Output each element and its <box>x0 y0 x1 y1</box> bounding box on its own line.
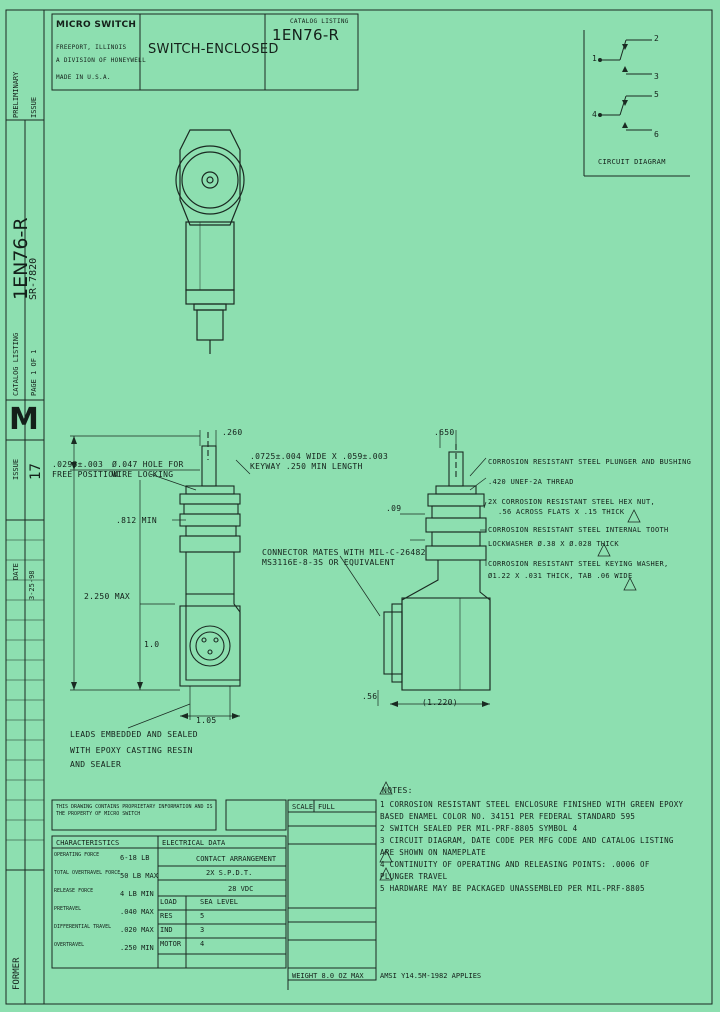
electrical-load: MOTOR <box>160 940 182 948</box>
weight: WEIGHT 8.0 OZ MAX <box>292 972 364 980</box>
brand-subtitle-2: A DIVISION OF HONEYWELL <box>56 57 146 64</box>
characteristic-value: .040 MAX <box>120 908 154 916</box>
contact-arrangement-label: CONTACT ARRANGEMENT <box>196 855 277 863</box>
note-item: ARE SHOWN ON NAMEPLATE <box>380 848 486 857</box>
terminal-2: 2 <box>654 34 660 43</box>
spec-standard: AMSI Y14.5M-1982 APPLIES <box>380 972 482 980</box>
catalog-number: 1EN76-R <box>272 26 340 44</box>
brand-logo: MICRO SWITCH <box>56 20 137 30</box>
sidebar-former: FORMER <box>12 957 22 990</box>
sidebar-page: PAGE 1 OF 1 <box>30 349 38 396</box>
electrical-value: 3 <box>200 926 205 934</box>
characteristic-label: DIFFERENTIAL TRAVEL <box>54 924 112 930</box>
dim-56: .56 <box>362 692 378 701</box>
sidebar-issue-label: ISSUE <box>12 458 20 480</box>
characteristic-value: .020 MAX <box>120 926 154 934</box>
note-hex-nut-2: .56 ACROSS FLATS X .15 THICK <box>498 508 625 516</box>
characteristic-value: 4 LB MIN <box>120 890 154 898</box>
terminal-1: 1 <box>592 54 598 63</box>
sidebar-catalog-listing: CATALOG LISTING <box>12 332 20 396</box>
terminal-5: 5 <box>654 90 660 99</box>
leads-note-3: AND SEALER <box>70 760 122 769</box>
copyright-notice: THIS DRAWING CONTAINS PROPRIETARY INFORM… <box>56 804 213 817</box>
characteristic-label: PRETRAVEL <box>54 906 82 912</box>
voltage: 28 VDC <box>228 885 254 893</box>
electrical-load: RES <box>160 912 173 920</box>
note-plunger: CORROSION RESISTANT STEEL PLUNGER AND BU… <box>488 458 692 466</box>
electrical-value: SEA LEVEL <box>200 898 238 906</box>
sidebar-prelim: PRELIMINARY <box>12 71 20 118</box>
dim-2250-max: 2.250 MAX <box>84 592 131 601</box>
dim-650: .650 <box>434 428 455 437</box>
note-keying: CORROSION RESISTANT STEEL KEYING WASHER, <box>488 560 669 568</box>
sidebar-date: 3-25-98 <box>28 570 36 600</box>
note-item: 5 HARDWARE MAY BE PACKAGED UNASSEMBLED P… <box>380 884 645 893</box>
dim-09: .09 <box>386 504 402 513</box>
dim-keyway: .0725±.004 WIDE X .059±.003 <box>250 452 389 461</box>
dim-plunger-dia: .260 <box>222 428 243 437</box>
sidebar-issue-number: 17 <box>28 463 44 480</box>
electrical-load: IND <box>160 926 173 934</box>
note-hex-nut: 2X CORROSION RESISTANT STEEL HEX NUT, <box>488 498 656 506</box>
note-item: 1 CORROSION RESISTANT STEEL ENCLOSURE FI… <box>380 800 684 809</box>
characteristic-label: TOTAL OVERTRAVEL FORCE <box>54 870 121 876</box>
dim-hole-label-2: WIRE LOCKING <box>112 470 174 479</box>
dim-hole-label: Ø.047 HOLE FOR <box>112 460 184 469</box>
leads-note-1: LEADS EMBEDDED AND SEALED <box>70 730 198 739</box>
scale-label: SCALE <box>292 803 314 811</box>
characteristic-value: 6-18 LB <box>120 854 150 862</box>
dim-free-position-label: FREE POSITION <box>52 470 119 479</box>
notes-header: NOTES: <box>382 786 413 795</box>
dim-812-min: .812 MIN <box>116 516 157 525</box>
note-item: PLUNGER TRAVEL <box>380 872 448 881</box>
scale-value: FULL <box>318 803 335 811</box>
electrical-load: LOAD <box>160 898 177 906</box>
note-keying-2: Ø1.22 X .031 THICK, TAB .06 WIDE <box>488 572 633 580</box>
note-lockwasher-2: LOCKWASHER Ø.38 X Ø.028 THICK <box>488 540 619 548</box>
catalog-label: CATALOG LISTING <box>290 18 349 25</box>
dim-1220: (1.220) <box>422 698 458 707</box>
characteristic-label: RELEASE FORCE <box>54 888 94 894</box>
contact-arrangement: 2X S.P.D.T. <box>206 869 253 877</box>
connector-note-1: CONNECTOR MATES WITH MIL-C-26482 <box>262 548 426 557</box>
sidebar-date-label: DATE <box>12 563 20 580</box>
terminal-4: 4 <box>592 110 598 119</box>
circuit-caption: CIRCUIT DIAGRAM <box>598 158 666 166</box>
electrical-header: ELECTRICAL DATA <box>162 839 226 847</box>
note-item: 3 CIRCUIT DIAGRAM, DATE CODE PER MFG COD… <box>380 836 674 845</box>
note-item: 4 CONTINUITY OF OPERATING AND RELEASING … <box>380 860 650 869</box>
characteristics-header: CHARACTERISTICS <box>56 839 120 847</box>
connector-note-2: MS3116E-8-3S OR EQUIVALENT <box>262 558 396 567</box>
drawing-title: SWITCH-ENCLOSED <box>148 42 279 57</box>
dim-1-0: 1.0 <box>144 640 160 649</box>
brand-subtitle-3: MADE IN U.S.A. <box>56 74 111 81</box>
sidebar-letter: M <box>9 402 40 437</box>
electrical-value: 4 <box>200 940 205 948</box>
electrical-value: 5 <box>200 912 205 920</box>
terminal-6: 6 <box>654 130 660 139</box>
dim-1-05: 1.05 <box>196 716 217 725</box>
sidebar-issue: ISSUE <box>30 96 38 118</box>
characteristic-value: .250 MIN <box>120 944 154 952</box>
characteristic-label: OPERATING FORCE <box>54 852 100 858</box>
leads-note-2: WITH EPOXY CASTING RESIN <box>70 746 193 755</box>
sidebar-drawing-number: SR-7820 <box>28 257 39 300</box>
terminal-3: 3 <box>654 72 660 81</box>
note-item: 2 SWITCH SEALED PER MIL-PRF-8805 SYMBOL … <box>380 824 578 833</box>
characteristic-value: 50 LB MAX <box>120 872 158 880</box>
note-lockwasher: CORROSION RESISTANT STEEL INTERNAL TOOTH <box>488 526 669 534</box>
note-thread: .420 UNEF-2A THREAD <box>488 478 574 486</box>
note-item: BASED ENAMEL COLOR NO. 34151 PER FEDERAL… <box>380 812 636 821</box>
brand-subtitle-1: FREEPORT, ILLINOIS <box>56 44 127 51</box>
characteristic-label: OVERTRAVEL <box>54 942 85 948</box>
dim-keyway-2: KEYWAY .250 MIN LENGTH <box>250 462 363 471</box>
dim-free-position: .0295±.003 <box>52 460 104 469</box>
